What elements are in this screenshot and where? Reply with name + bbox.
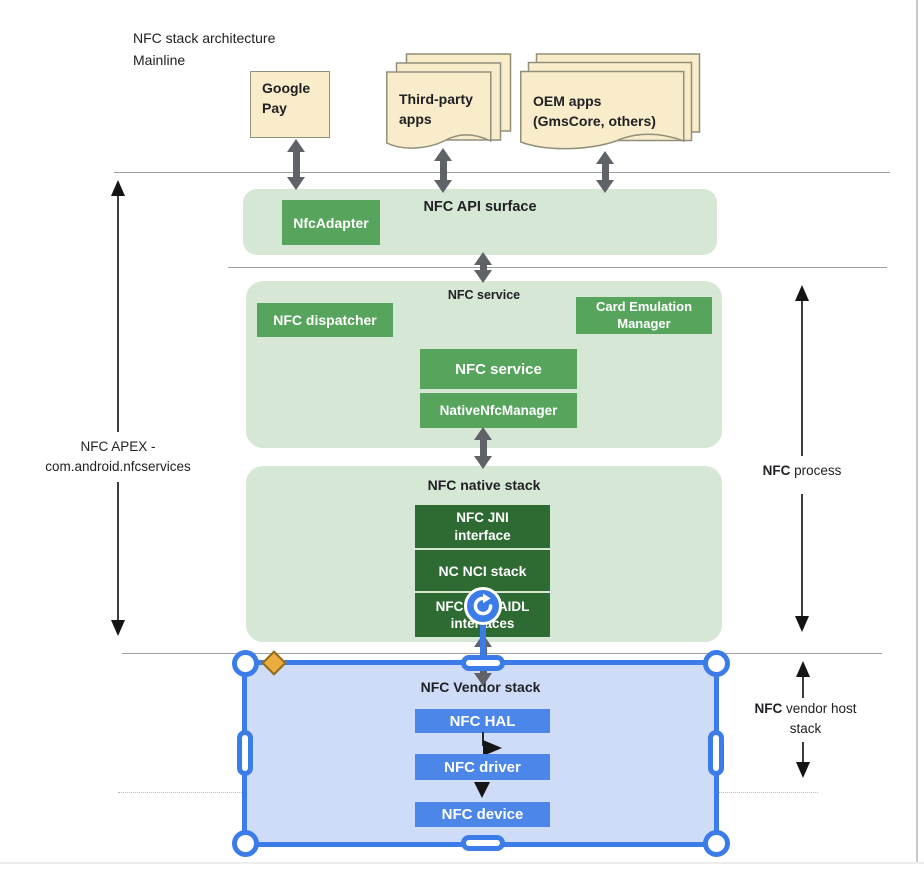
driver-device-arrow-head [474,782,490,798]
process-label-bold: NFC [762,463,791,478]
shape-third-party-apps[interactable] [386,53,516,158]
nci-stack-button[interactable]: NC NCI stack [415,550,550,591]
selection-handle-sw[interactable] [231,829,259,857]
canvas-bottom-edge [0,862,924,864]
separator-line-vendor [122,653,882,654]
hal-driver-arrow-head [483,740,502,756]
apex-label[interactable]: NFC APEX - com.android.nfcservices [45,439,191,474]
vendor-host-arrow-up-head [796,661,810,677]
oem-apps-label: OEM apps (GmsCore, others) [533,93,656,129]
nfc-jni-interface-button[interactable]: NFC JNI interface [415,505,550,548]
connector-googlepay-api[interactable] [287,139,305,190]
shape-google-pay[interactable] [250,71,330,138]
nfc-service-title: NFC service [447,288,521,302]
separator-line-api [228,267,887,268]
selection-handle-ne[interactable] [702,649,730,677]
vendor-stack-title: NFC Vendor stack [420,679,541,695]
selection-handle-se[interactable] [702,829,730,857]
native-nfc-manager-button[interactable]: NativeNfcManager [420,393,577,428]
process-label[interactable]: NFC process [722,461,882,481]
process-arrow-up-head [795,285,809,301]
nfc-adapter-button[interactable]: NfcAdapter [282,200,380,245]
apex-arrow-up-head [111,180,125,196]
google-pay-label: Google Pay [262,80,311,116]
apex-arrow-down-head [111,620,125,636]
nfc-hal-button[interactable]: NFC HAL [415,709,550,733]
vendor-host-arrow-down-head [796,762,810,778]
rotation-handle[interactable] [464,587,502,625]
selection-handle-left[interactable] [237,730,253,776]
nfc-driver-button[interactable]: NFC driver [415,754,550,780]
process-arrow-line-bottom [801,494,803,616]
selection-handle-right[interactable] [708,730,724,776]
vendor-host-label-rest: vendor host stack [785,701,857,736]
nfc-service-button[interactable]: NFC service [420,349,577,389]
card-emulation-manager-button[interactable]: Card Emulation Manager [576,297,712,334]
process-arrow-down-head [795,616,809,632]
shape-oem-apps[interactable] [520,53,704,159]
vendor-host-label[interactable]: NFC vendor host stack [733,699,878,739]
selection-handle-bottom[interactable] [461,835,505,851]
native-stack-title: NFC native stack [427,477,541,493]
api-surface-title: NFC API surface [423,199,537,215]
vendor-host-arrow-line-bottom [802,742,804,762]
rotate-clockwise-icon [473,593,493,616]
connector-oem-api[interactable] [596,151,614,193]
selection-handle-top[interactable] [461,655,505,671]
apex-arrow-line-bottom [117,482,119,620]
process-label-rest: process [790,463,842,478]
rotation-handle-stem [480,621,486,663]
nfc-dispatcher-button[interactable]: NFC dispatcher [257,303,393,337]
connector-thirdparty-api[interactable] [434,148,452,193]
vendor-host-label-bold: NFC [754,701,783,716]
canvas-right-edge [916,0,918,862]
connector-service-native[interactable] [474,427,492,469]
apex-arrow-line-top [117,196,119,432]
separator-line-apps [114,172,890,173]
connector-api-service[interactable] [474,252,492,283]
hal-driver-connector-line [482,732,484,746]
third-party-apps-label: Third-party apps [399,91,473,127]
nfc-device-button[interactable]: NFC device [415,802,550,827]
process-arrow-line-top [801,301,803,456]
vendor-host-arrow-line-top [802,677,804,698]
selection-handle-nw[interactable] [231,649,259,677]
diagram-title[interactable]: NFC stack architecture Mainline [133,30,276,68]
